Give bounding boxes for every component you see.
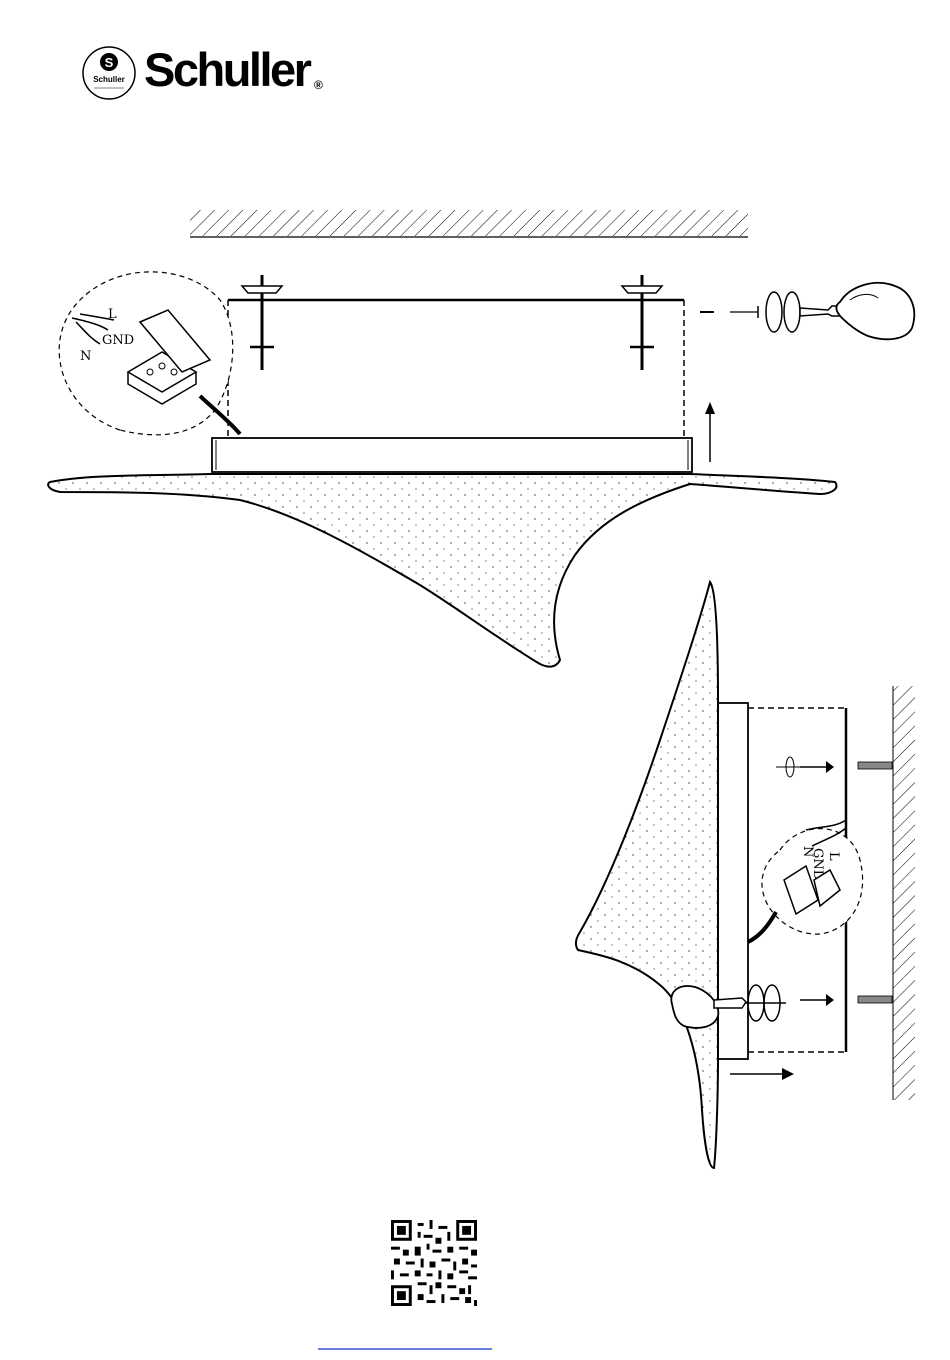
- footer-link-underline[interactable]: [318, 1348, 492, 1350]
- hand-screwdriver-icon: [700, 283, 914, 339]
- qr-code[interactable]: [389, 1220, 479, 1306]
- ceiling-mount-view: L N GND: [48, 210, 914, 667]
- wire-label-live: L: [108, 307, 117, 322]
- ceiling-screw-left: [242, 275, 282, 370]
- fixture-shade-side: [576, 582, 718, 1168]
- mounting-bracket: [228, 275, 684, 438]
- screw-insert-arrow-bottom: [800, 994, 834, 1006]
- rotate-arrows-icon: [766, 292, 782, 332]
- lift-arrow-icon: [705, 402, 715, 462]
- fixture-base: [212, 438, 692, 472]
- wire-label-neutral: N: [80, 349, 91, 364]
- wire-label-ground: GND: [102, 333, 134, 348]
- wall-screw-bottom: [858, 996, 892, 1003]
- wall-surface: [893, 686, 915, 1100]
- wall-screw-top: [858, 762, 892, 769]
- push-arrow-icon: [730, 1068, 794, 1080]
- screw-insert-arrow-top: [776, 757, 834, 777]
- wire-label-live-side: L: [826, 852, 841, 861]
- wall-mount-view: N GND L: [576, 582, 915, 1168]
- wiring-detail-top: L N GND: [59, 272, 240, 435]
- ceiling-surface: [190, 210, 748, 236]
- ceiling-screw-right: [622, 275, 662, 370]
- fixture-shade: [48, 474, 836, 667]
